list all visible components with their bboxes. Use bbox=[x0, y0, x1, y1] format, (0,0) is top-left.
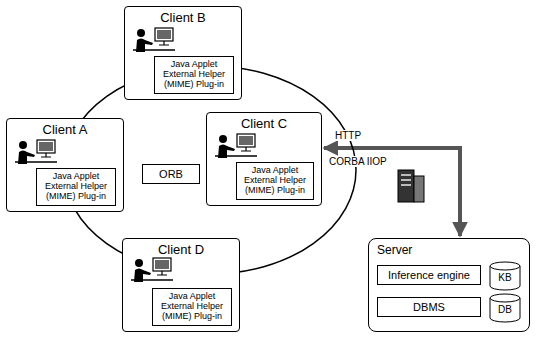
process-box: DBMS bbox=[377, 297, 481, 317]
node-text: ORB bbox=[146, 167, 196, 181]
node-text: DBMS bbox=[381, 300, 477, 314]
component-box: Java Applet External Helper (MIME) Plug-… bbox=[36, 168, 116, 206]
node-text: Java Applet External Helper (MIME) Plug-… bbox=[156, 292, 228, 322]
server-computer-icon bbox=[398, 170, 424, 202]
node-title: Client A bbox=[12, 122, 118, 138]
node-text: KB bbox=[489, 261, 521, 283]
node-text: DB bbox=[489, 293, 521, 315]
component-box: Java Applet External Helper (MIME) Plug-… bbox=[236, 162, 314, 200]
client-box: Client A Java Applet External Helper (MIM… bbox=[6, 118, 124, 212]
double-arrow bbox=[324, 148, 460, 236]
protocol-label: CORBA IIOP bbox=[328, 156, 388, 167]
client-box: Client D Java Applet External Helper (MIM… bbox=[122, 238, 240, 332]
node-text: Java Applet External Helper (MIME) Plug-… bbox=[40, 172, 112, 202]
process-box: Inference engine bbox=[377, 265, 481, 285]
client-box: Client B Java Applet External Helper (MIM… bbox=[124, 6, 242, 100]
database-cylinder: DB bbox=[489, 293, 521, 323]
component-box: Java Applet External Helper (MIME) Plug-… bbox=[154, 56, 234, 94]
node-title: Client B bbox=[130, 10, 236, 26]
node-text: Java Applet External Helper (MIME) Plug-… bbox=[240, 166, 310, 196]
protocol-label: HTTP bbox=[334, 130, 362, 141]
node-text: Inference engine bbox=[381, 268, 477, 282]
node-title: Client D bbox=[128, 242, 234, 258]
database-cylinder: KB bbox=[489, 261, 521, 291]
node-text: Java Applet External Helper (MIME) Plug-… bbox=[158, 60, 230, 90]
process-box: ORB bbox=[142, 164, 200, 184]
server-box: ServerInference engine KB DBMS DB bbox=[368, 238, 530, 332]
node-title: Client C bbox=[212, 116, 316, 132]
client-box: Client C Java Applet External Helper (MIM… bbox=[206, 112, 322, 206]
node-title: Server bbox=[377, 243, 412, 257]
component-box: Java Applet External Helper (MIME) Plug-… bbox=[152, 288, 232, 326]
